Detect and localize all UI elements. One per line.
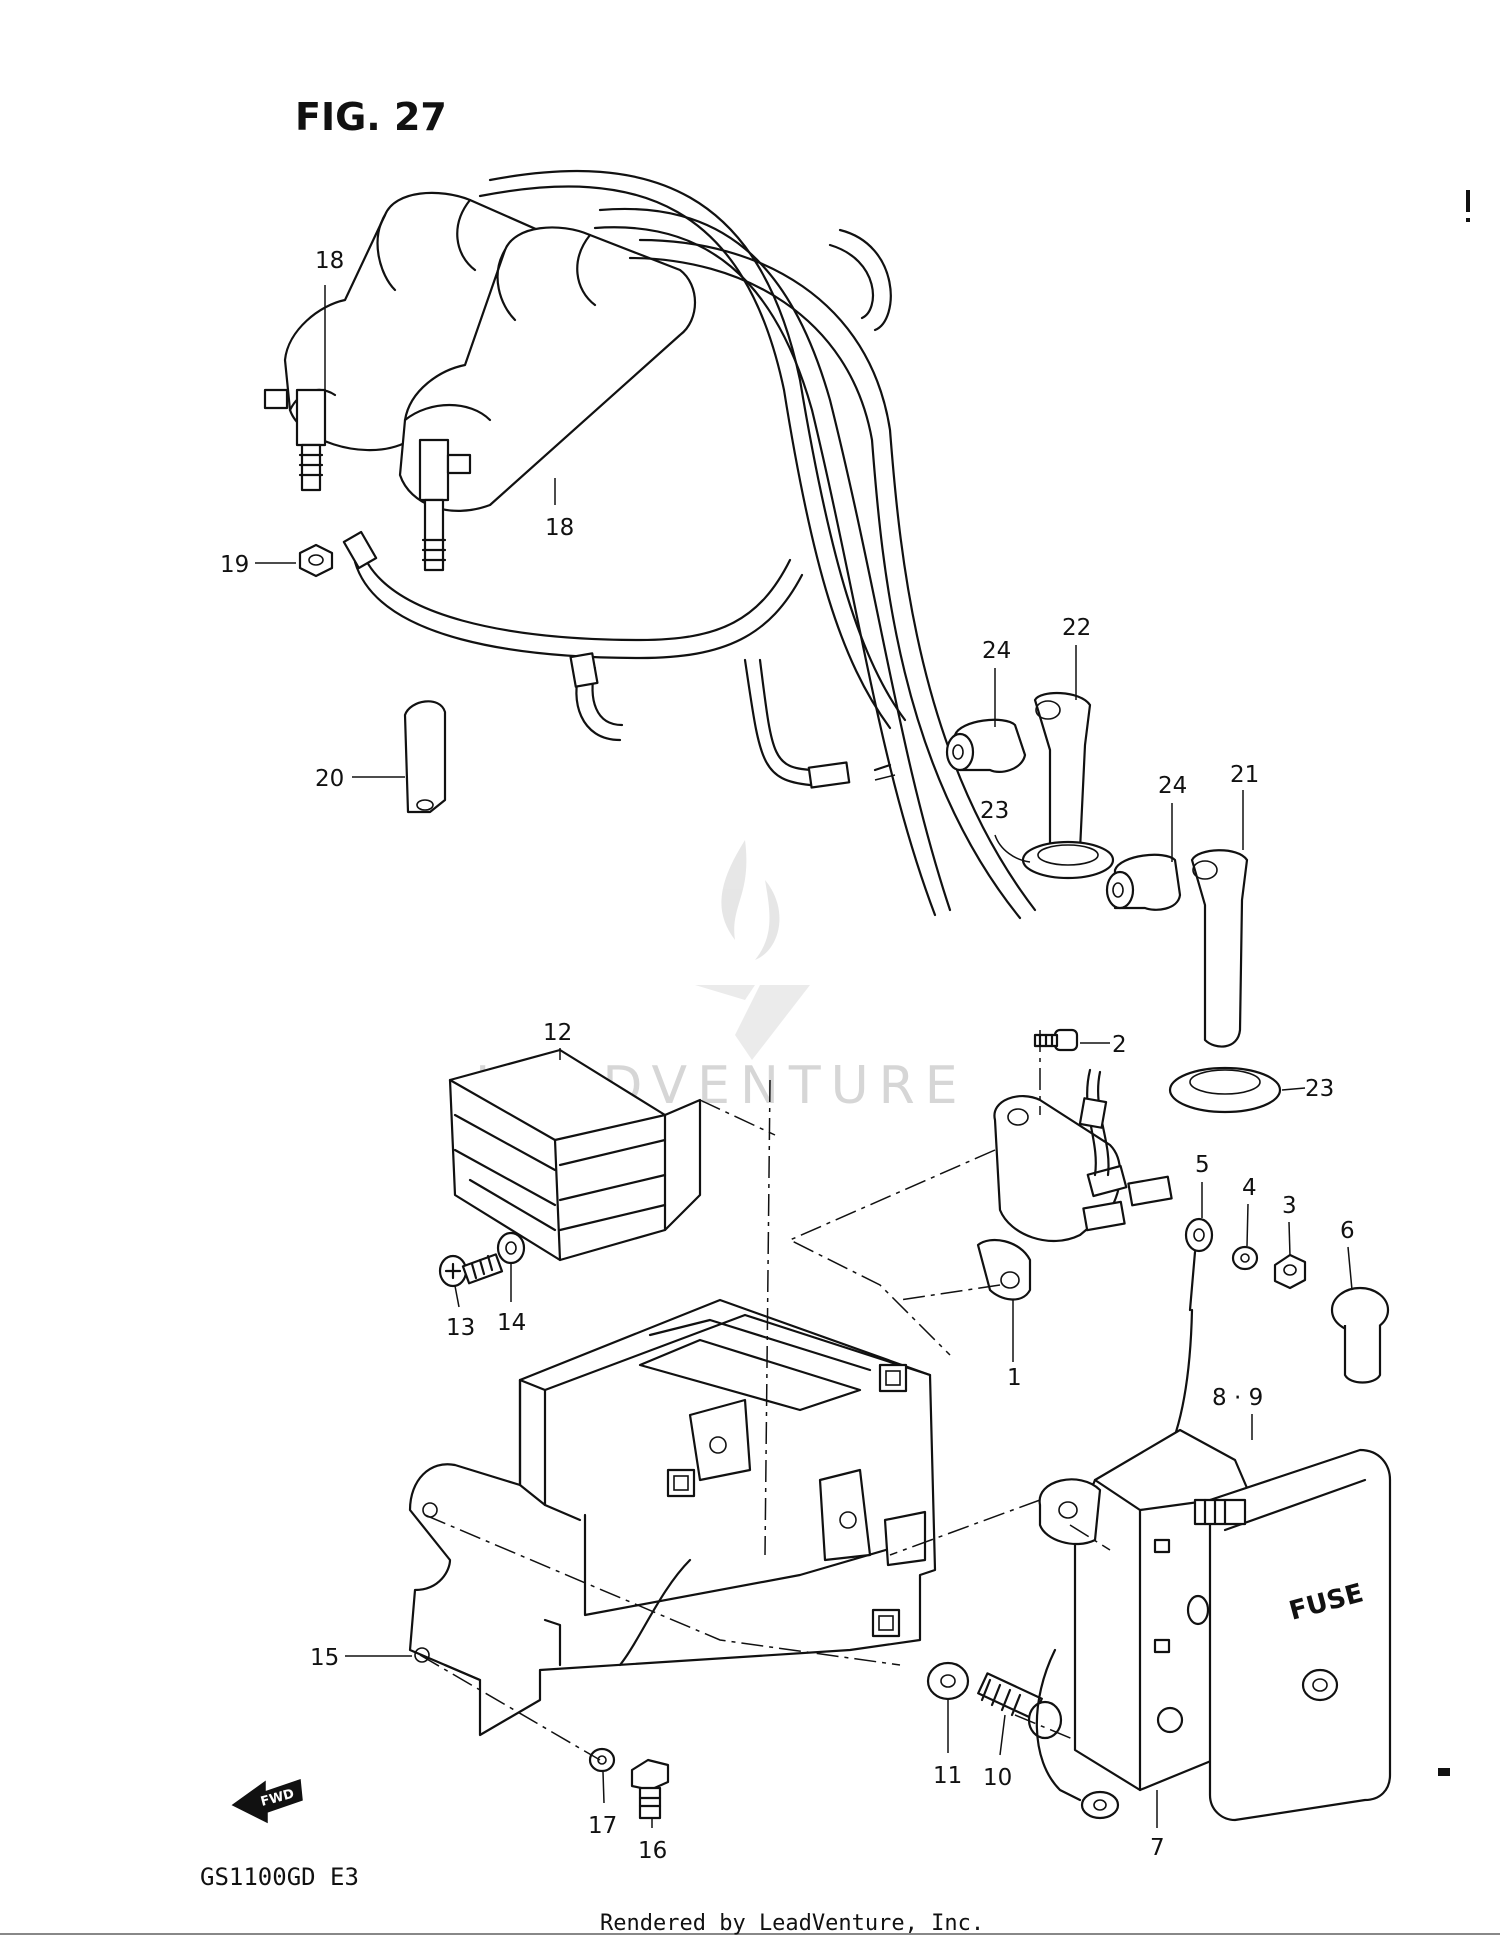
coil-mount-bolt-right	[418, 438, 472, 572]
figure-title: FIG. 27	[295, 95, 447, 139]
leader-lines	[255, 285, 1353, 1828]
nut-19	[298, 543, 334, 578]
coil-mount-bolt-left	[263, 388, 327, 492]
cap-24-lower	[1105, 853, 1182, 911]
part-label-6: 6	[1340, 1218, 1355, 1244]
starter-relay-1	[976, 1068, 1173, 1301]
part-label-16: 16	[638, 1838, 667, 1864]
part-label-14: 14	[497, 1310, 526, 1336]
lead-wire-5	[1163, 1217, 1214, 1462]
part-label-1: 1	[1007, 1365, 1022, 1391]
part-label-18: 18	[315, 248, 344, 274]
part-label-20: 20	[315, 766, 344, 792]
scan-marks	[0, 190, 1500, 1935]
regulator-12	[448, 1048, 702, 1262]
part-label-19: 19	[220, 552, 249, 578]
part-label-5: 5	[1195, 1152, 1210, 1178]
part-labels: 18 18 19 20 24 22 23 24 21 23 2 12 1 5 4…	[220, 248, 1355, 1864]
part-label-21: 21	[1230, 762, 1259, 788]
part-label-7: 7	[1150, 1835, 1165, 1861]
washer-14	[496, 1231, 526, 1265]
clamp-20	[403, 700, 447, 814]
spark-plug-cap-21	[1190, 849, 1249, 1048]
high-tension-leads	[342, 169, 1037, 920]
part-label-15: 15	[310, 1645, 339, 1671]
part-label-18: 18	[545, 515, 574, 541]
part-label-2: 2	[1112, 1032, 1127, 1058]
assembly-lines	[419, 774, 1111, 1761]
model-code: GS1100GD E3	[200, 1863, 359, 1891]
part-label-24: 24	[982, 638, 1011, 664]
part-label-11: 11	[933, 1763, 962, 1789]
fuse-box-7: FUSE	[1035, 1428, 1392, 1822]
bolt-10	[977, 1672, 1063, 1740]
screw-2	[1033, 1028, 1079, 1052]
cap-24-upper	[945, 718, 1027, 773]
part-label-22: 22	[1062, 615, 1091, 641]
part-label-23: 23	[1305, 1076, 1334, 1102]
terminal-cap-6	[1330, 1286, 1390, 1384]
washer-11	[926, 1661, 970, 1701]
part-label-13: 13	[446, 1315, 475, 1341]
screw-13	[438, 1253, 504, 1288]
bolt-16	[630, 1758, 670, 1820]
leadventure-watermark-logo	[695, 840, 810, 1060]
part-label-24: 24	[1158, 773, 1187, 799]
seal-23-upper	[1021, 840, 1115, 880]
part-label-4: 4	[1242, 1175, 1257, 1201]
ignition-coil-front	[398, 226, 697, 512]
part-label-12: 12	[543, 1020, 572, 1046]
part-label-8-9: 8 · 9	[1212, 1385, 1263, 1411]
footer-credit: Rendered by LeadVenture, Inc.	[600, 1911, 984, 1936]
fwd-arrow-icon: FWD	[231, 1778, 303, 1824]
seal-23-lower	[1168, 1066, 1282, 1114]
part-label-17: 17	[588, 1813, 617, 1839]
bracket-15	[408, 1298, 937, 1737]
part-label-23: 23	[980, 798, 1009, 824]
part-label-10: 10	[983, 1765, 1012, 1791]
washer-4	[1231, 1245, 1259, 1271]
washer-17	[588, 1747, 616, 1773]
spark-plug-cap-22	[1033, 691, 1092, 868]
nut-3	[1273, 1253, 1307, 1290]
part-label-3: 3	[1282, 1193, 1297, 1219]
